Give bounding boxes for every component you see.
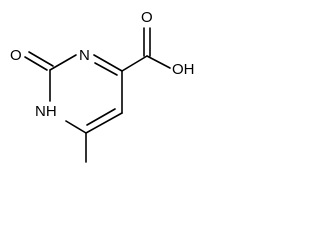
bond-c-oh — [146, 55, 171, 69]
bond-c2-n3 — [49, 54, 77, 71]
atom-label-acid-o: O — [141, 9, 153, 26]
atom-label-n3: N — [79, 47, 90, 64]
atom-label-n1: NH — [35, 103, 57, 120]
atom-label-carbonyl-o: O — [10, 47, 22, 64]
ring-bonds — [49, 54, 123, 134]
atom-label-oh: OH — [172, 61, 195, 78]
bond-c5-c6-double — [86, 108, 116, 126]
carbonyl-bond — [24, 51, 54, 71]
carboxyl-bonds — [121, 27, 171, 72]
bond-c4-cooh — [121, 55, 148, 72]
bond-n3-c4 — [93, 54, 123, 72]
bond-c5-c6 — [85, 112, 123, 134]
structure-diagram: O N NH O OH — [10, 9, 195, 163]
bond-c6-n1 — [65, 120, 87, 134]
bond-n3-c4-double — [94, 62, 118, 76]
